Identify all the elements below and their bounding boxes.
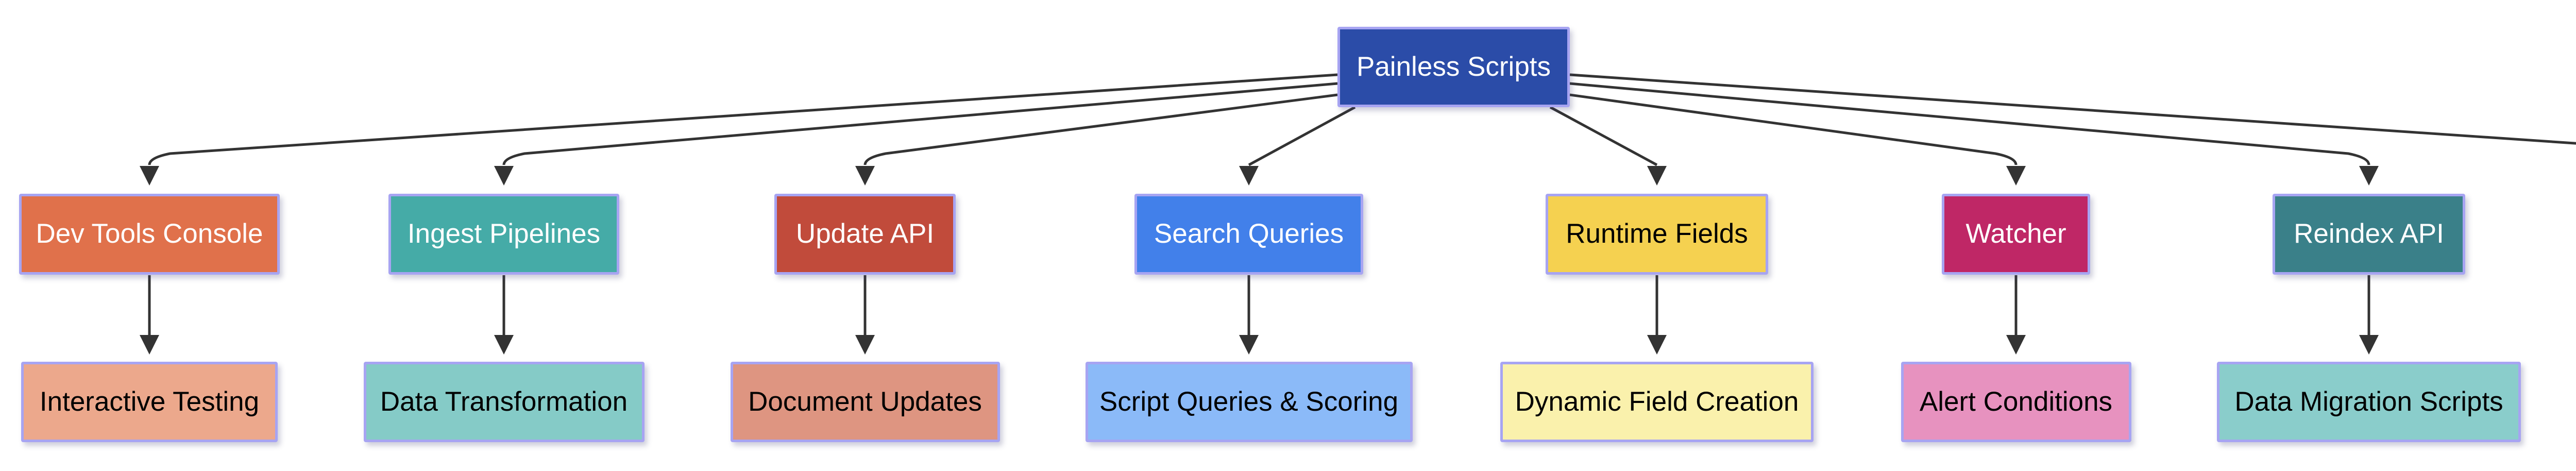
node-dev-tools-console: Dev Tools Console (19, 194, 280, 275)
edge-runtime-fields-to-dynamic-field-creation-arrowhead-icon (1647, 335, 1667, 355)
edge-root-to-update-api (863, 93, 1338, 165)
node-alert-conditions: Alert Conditions (1901, 362, 2131, 442)
node-label: Dynamic Field Creation (1515, 386, 1799, 417)
node-label: Runtime Fields (1566, 218, 1748, 249)
node-label: Update API (795, 218, 935, 249)
edge-watcher-to-alert-conditions-arrowhead-icon (2006, 335, 2026, 355)
node-label: Search Queries (1154, 218, 1344, 249)
node-ingest-pipelines: Ingest Pipelines (388, 194, 619, 275)
node-data-migration-scripts: Data Migration Scripts (2217, 362, 2521, 442)
node-label: Script Queries & Scoring (1099, 386, 1399, 417)
edge-root-to-reindex-api-arrowhead-icon (2359, 166, 2379, 186)
node-label: Watcher (1965, 218, 2066, 249)
edge-ingest-pipelines-to-data-transformation-arrowhead-icon (494, 335, 514, 355)
edge-root-to-runtime-fields (1549, 106, 1658, 166)
node-document-updates: Document Updates (730, 362, 1000, 442)
node-label: Ingest Pipelines (407, 218, 601, 249)
node-reindex-api: Reindex API (2273, 194, 2465, 275)
node-update-api: Update API (774, 194, 956, 275)
node-script-queries-scoring: Script Queries & Scoring (1085, 362, 1413, 442)
node-search-queries: Search Queries (1134, 194, 1363, 275)
edge-reindex-api-to-data-migration-scripts-arrowhead-icon (2359, 335, 2379, 355)
node-dynamic-field-creation: Dynamic Field Creation (1500, 362, 1814, 442)
edge-root-to-search-queries-arrowhead-icon (1239, 166, 1259, 186)
edge-root-to-ingest-pipelines-arrowhead-icon (494, 166, 514, 186)
node-data-transformation: Data Transformation (363, 362, 645, 442)
edge-root-to-ingest-pipelines (502, 82, 1338, 165)
edge-root-to-watcher (1569, 93, 2018, 165)
node-label: Data Migration Scripts (2234, 386, 2503, 417)
edge-root-to-dev-tools-console-arrowhead-icon (140, 166, 159, 186)
edge-root-to-search-queries (1248, 106, 1356, 166)
node-label: Painless Scripts (1356, 51, 1551, 82)
node-label: Interactive Testing (39, 386, 260, 417)
edge-root-to-runtime-fields-arrowhead-icon (1647, 166, 1667, 186)
node-interactive-testing: Interactive Testing (21, 362, 278, 442)
edge-dev-tools-console-to-interactive-testing-arrowhead-icon (140, 335, 159, 355)
node-runtime-fields: Runtime Fields (1546, 194, 1768, 275)
edge-root-to-reindex-api (1569, 82, 2370, 165)
edge-root-to-aggregations (1569, 73, 2576, 145)
node-label: Data Transformation (380, 386, 628, 417)
edge-root-to-update-api-arrowhead-icon (855, 166, 875, 186)
node-label: Reindex API (2294, 218, 2444, 249)
node-label: Document Updates (748, 386, 982, 417)
node-painless-scripts: Painless Scripts (1337, 27, 1570, 107)
node-watcher: Watcher (1942, 194, 2090, 275)
edge-search-queries-to-script-queries-scoring-arrowhead-icon (1239, 335, 1259, 355)
node-label: Dev Tools Console (36, 218, 263, 249)
edge-root-to-dev-tools-console (148, 73, 1338, 165)
edge-root-to-watcher-arrowhead-icon (2006, 166, 2026, 186)
node-label: Alert Conditions (1919, 386, 2113, 417)
edge-update-api-to-document-updates-arrowhead-icon (855, 335, 875, 355)
